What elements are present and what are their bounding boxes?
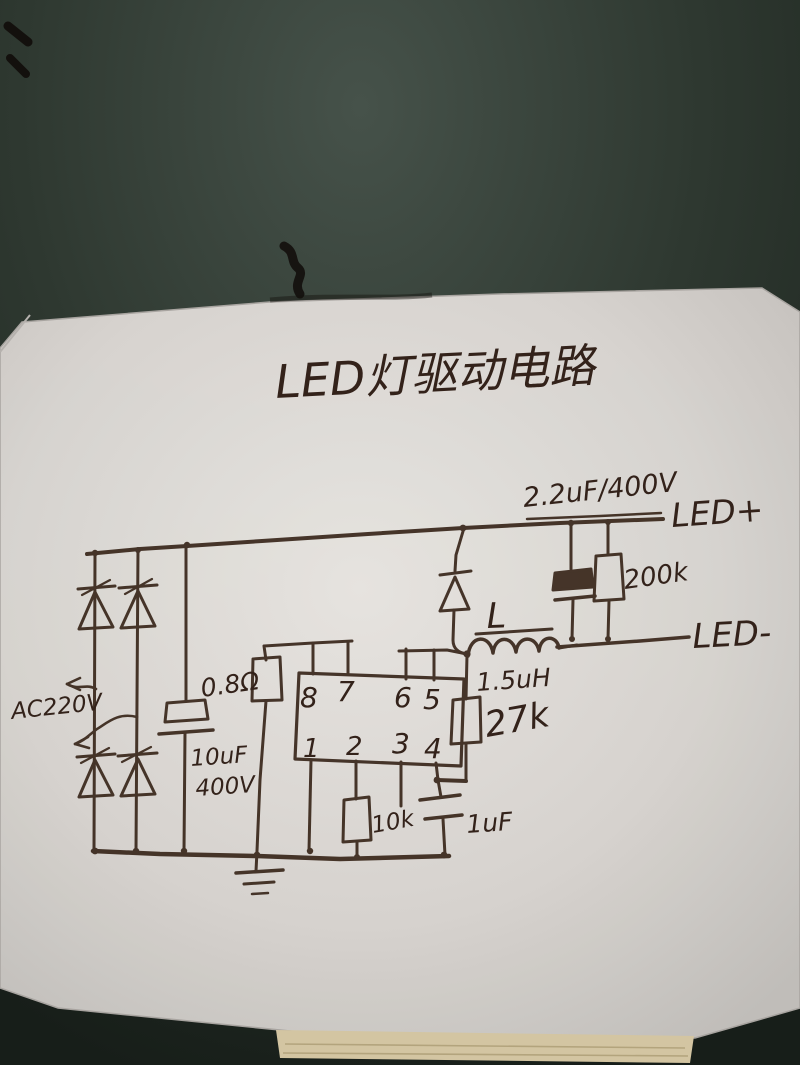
- inductor-coil-icon: [466, 636, 561, 658]
- output-capacitor: [551, 521, 597, 641]
- ac-input-leads: [65, 676, 139, 750]
- bulk-capacitor: [157, 544, 215, 853]
- ic-body: [293, 671, 466, 768]
- diode-icon: [117, 577, 159, 630]
- diode-icon: [116, 745, 159, 798]
- ic-pin-numbers: 8 7 6 5 1 2 3 4: [300, 675, 442, 765]
- resistor-icon: [341, 795, 373, 844]
- stacked-sheets-edge: [276, 1030, 694, 1063]
- ic-pin-7: 7: [337, 675, 355, 708]
- diode-icon: [76, 578, 117, 631]
- resistor-27k-network: [435, 653, 483, 783]
- ic-pin-6: 6: [394, 681, 412, 714]
- bridge-right-branch: [134, 547, 140, 853]
- led-plus-rail: [85, 511, 665, 556]
- label-bulk-capacitor-value: 10uF: [190, 742, 250, 772]
- arrow-icon: [73, 735, 91, 750]
- capacitor-icon: [418, 793, 464, 821]
- bridge-rectifier: [75, 547, 159, 853]
- label-inductor-designator: L: [486, 596, 507, 637]
- resistor-icon: [250, 655, 284, 703]
- arrow-icon: [65, 676, 82, 692]
- solder-junctions: [91, 519, 611, 860]
- paper-edge-shadow: [269, 292, 433, 303]
- circuit-drawing: [65, 511, 691, 896]
- label-capacitor-1uf: 1uF: [465, 807, 514, 839]
- ic-pin-1: 1: [303, 734, 320, 764]
- resistor-icon: [449, 695, 483, 746]
- ic-pin-8: 8: [300, 681, 318, 714]
- resistor-0p8-network: [234, 639, 354, 896]
- ic-pin-5: 5: [423, 683, 441, 716]
- bridge-left-branch: [92, 552, 97, 853]
- resistor-200k: [592, 520, 626, 641]
- paper-sheet: [0, 287, 800, 1063]
- label-bulk-capacitor-voltage: 400V: [195, 772, 259, 802]
- desk-marks: [3, 21, 305, 299]
- label-led-positive: LED+: [670, 490, 765, 535]
- resistor-icon: [592, 552, 626, 603]
- capacitor-plate-icon: [551, 567, 595, 592]
- diode-icon: [75, 746, 117, 799]
- paper-corner-fold: [0, 314, 31, 353]
- ground-symbol-icon: [234, 868, 285, 896]
- ic-pin-4: 4: [424, 732, 442, 765]
- capacitor-plate-icon: [163, 698, 210, 724]
- ic-pin-3: 3: [392, 727, 410, 760]
- ic-pin-2: 2: [346, 732, 363, 762]
- led-minus-rail: [555, 635, 691, 649]
- label-led-negative: LED-: [691, 613, 772, 657]
- label-inductor-value: 1.5uH: [475, 663, 551, 697]
